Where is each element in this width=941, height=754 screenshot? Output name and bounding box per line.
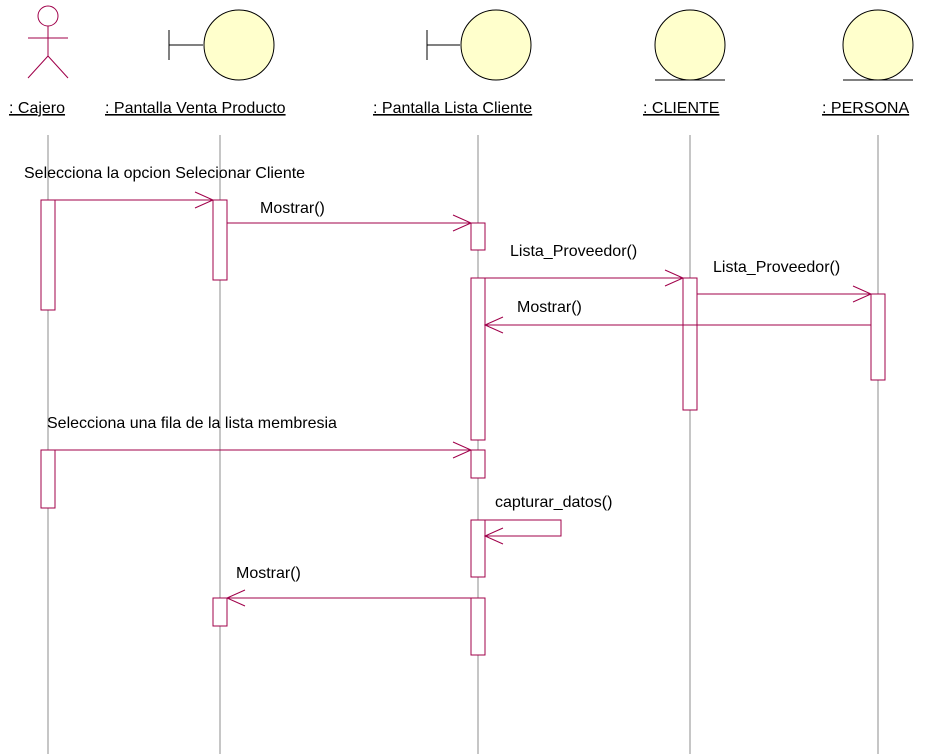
activation-bar (212, 597, 228, 627)
message-arrow (697, 285, 873, 303)
message-label: capturar_datos() (495, 494, 612, 511)
activation-bar (470, 519, 486, 578)
boundary-icon (168, 9, 275, 81)
activation-bar (870, 293, 886, 381)
message-arrow (225, 589, 471, 607)
activation-bar (470, 277, 486, 441)
activation-bar (682, 277, 698, 411)
message-label: Mostrar() (260, 200, 325, 217)
activation-bar (470, 449, 486, 479)
self-message-arrow (483, 519, 562, 545)
message-arrow (483, 316, 871, 334)
message-arrow (485, 269, 685, 287)
message-arrow (55, 191, 215, 209)
message-label: Selecciona una fila de la lista membresi… (47, 415, 337, 432)
lifeline-label-pantalla-venta: : Pantalla Venta Producto (105, 100, 286, 117)
activation-bar (40, 449, 56, 509)
activation-bar (470, 222, 486, 251)
activation-bar (40, 199, 56, 311)
activation-bar (212, 199, 228, 281)
message-arrow (55, 441, 473, 459)
boundary-icon (426, 9, 532, 81)
message-label: Mostrar() (517, 299, 582, 316)
lifeline-label-persona: : PERSONA (822, 100, 909, 117)
message-label: Lista_Proveedor() (510, 243, 637, 260)
entity-icon (842, 9, 914, 81)
actor-icon (27, 5, 69, 79)
message-label: Selecciona la opcion Selecionar Cliente (24, 165, 305, 182)
message-label: Lista_Proveedor() (713, 259, 840, 276)
lifeline-label-cajero: : Cajero (9, 100, 65, 117)
lifeline-label-pantalla-lista: : Pantalla Lista Cliente (373, 100, 532, 117)
activation-bar (470, 597, 486, 656)
message-label: Mostrar() (236, 565, 301, 582)
lifeline-label-cliente: : CLIENTE (643, 100, 719, 117)
message-arrow (227, 214, 473, 232)
entity-icon (654, 9, 726, 81)
